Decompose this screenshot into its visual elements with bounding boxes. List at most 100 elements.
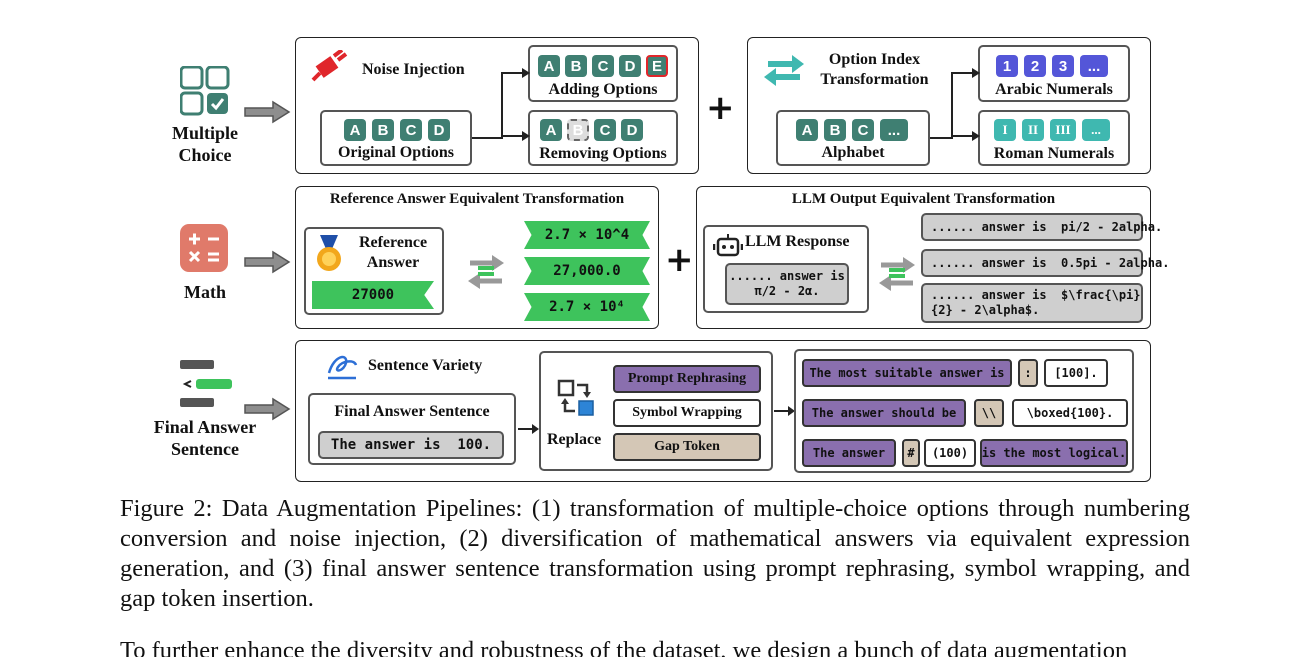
example-gap-token: : [1018,359,1038,387]
replace-box: Replace Prompt Rephrasing Symbol Wrappin… [539,351,773,471]
reference-value-banner: 27000 [312,281,434,309]
example-suffix: is the most logical. [980,439,1128,467]
method-prompt-rephrasing: Prompt Rephrasing [613,365,761,393]
body-text-fragment: To further enhance the diversity and rob… [120,637,1128,657]
row-label-math: Math [184,282,226,302]
option-index-panel: Option Index Transformation A B C ... Al… [747,37,1151,174]
final-answer-sentence-label: Final Answer Sentence [334,403,490,420]
example-prefix: The most suitable answer is [802,359,1012,387]
option-b-removed: B [567,119,589,141]
option-iii: III [1050,119,1076,141]
adding-options-box: A B C D E Adding Options [528,45,678,102]
method-symbol-wrapping: Symbol Wrapping [613,399,761,427]
original-options-label: Original Options [337,144,455,161]
replace-icon [557,379,595,422]
option-a: A [538,55,560,77]
example-prefix: The answer should be [802,399,966,427]
example-prefix: The answer [802,439,896,467]
plus-sign: + [665,240,694,280]
branch-arrows [472,68,530,141]
plus-sign: + [706,88,735,128]
example-wrapped-answer: (100) [924,439,976,467]
final-answer-value: The answer is 100. [318,431,504,459]
option-b: B [824,119,846,141]
method-gap-token: Gap Token [613,433,761,461]
option-d: D [428,119,450,141]
option-2: 2 [1024,55,1046,77]
noise-injection-title: Noise Injection [362,61,465,78]
example-wrapped-answer: [100]. [1044,359,1108,387]
replace-label: Replace [547,431,602,448]
arrow-icon [243,250,291,279]
option-a: A [540,119,562,141]
transform-arrows-icon [762,52,806,93]
sentence-list-icon [180,360,234,413]
noise-injection-icon [310,48,350,91]
mc-icon [179,65,230,121]
removing-options-label: Removing Options [539,145,667,162]
swap-icon [464,249,508,298]
flow-arrow [774,406,795,416]
llm-response-value: ...... answer is π/2 - 2α. [725,263,849,305]
adding-options-label: Adding Options [548,81,658,98]
llm-response-box: LLM Response ...... answer is π/2 - 2α. [703,225,869,313]
option-1: 1 [996,55,1018,77]
swap-icon [875,251,919,300]
pen-signature-icon [326,351,360,386]
example-gap-token: # [902,439,920,467]
option-more: ... [880,119,908,141]
option-c: C [594,119,616,141]
llm-output-panel: LLM Output Equivalent Transformation LLM… [696,186,1169,329]
alphabet-box: A B C ... Alphabet [776,110,930,166]
example-gap-token: \\ [974,399,1004,427]
option-c: C [592,55,614,77]
option-c: C [400,119,422,141]
option-more: ... [1080,55,1108,77]
option-ii: II [1022,119,1044,141]
noise-injection-panel: Noise Injection A B C D Original Options… [295,37,699,174]
reference-answer-label: Reference Answer [358,234,428,271]
final-answer-sentence-box: Final Answer Sentence The answer is 100. [308,393,516,465]
option-b: B [372,119,394,141]
robot-icon [712,233,744,262]
llm-variant: ...... answer is 0.5pi - 2alpha. [921,249,1169,277]
arrow-icon [243,397,291,426]
option-more: ... [1082,119,1110,141]
option-i: I [994,119,1016,141]
option-3: 3 [1052,55,1074,77]
row-label-multiple-choice: Multiple Choice [172,123,238,165]
option-c: C [852,119,874,141]
row-label-final-answer-sentence: Final Answer Sentence [153,417,257,459]
roman-numerals-box: I II III ... Roman Numerals [978,110,1130,166]
figure-caption: Figure 2: Data Augmentation Pipelines: (… [120,495,1190,612]
arabic-numerals-label: Arabic Numerals [995,81,1113,98]
option-e-added: E [646,55,668,77]
reference-answer-title: Reference Answer Equivalent Transformati… [329,191,625,207]
llm-variant: ...... answer is $\frac{\pi} {2} - 2\alp… [921,283,1143,323]
math-variant: 27,000.0 [524,257,650,285]
math-variant: 2.7 × 10^4 [524,221,650,249]
sentence-variety-panel: Sentence Variety Final Answer Sentence T… [295,340,1151,482]
flow-arrow [518,424,539,434]
removing-options-box: A B C D Removing Options [528,110,678,166]
sentence-variety-title: Sentence Variety [368,357,483,374]
option-d: D [621,119,643,141]
llm-output-title: LLM Output Equivalent Transformation [791,191,1056,207]
medal-icon [314,235,344,280]
examples-box: The most suitable answer is : [100]. The… [794,349,1134,473]
option-b: B [565,55,587,77]
arrow-icon [243,100,291,129]
arabic-numerals-box: 1 2 3 ... Arabic Numerals [978,45,1130,102]
reference-answer-box: Reference Answer 27000 [304,227,444,315]
option-a: A [344,119,366,141]
option-d: D [619,55,641,77]
alphabet-label: Alphabet [821,144,885,161]
option-index-title: Option Index Transformation [820,51,929,88]
original-options-box: A B C D Original Options [320,110,472,166]
calculator-icon [180,224,228,277]
math-variant: 2.7 × 10⁴ [524,293,650,321]
branch-arrows [930,68,980,141]
option-a: A [796,119,818,141]
roman-numerals-label: Roman Numerals [993,145,1115,162]
llm-variant: ...... answer is pi/2 - 2alpha. [921,213,1162,241]
